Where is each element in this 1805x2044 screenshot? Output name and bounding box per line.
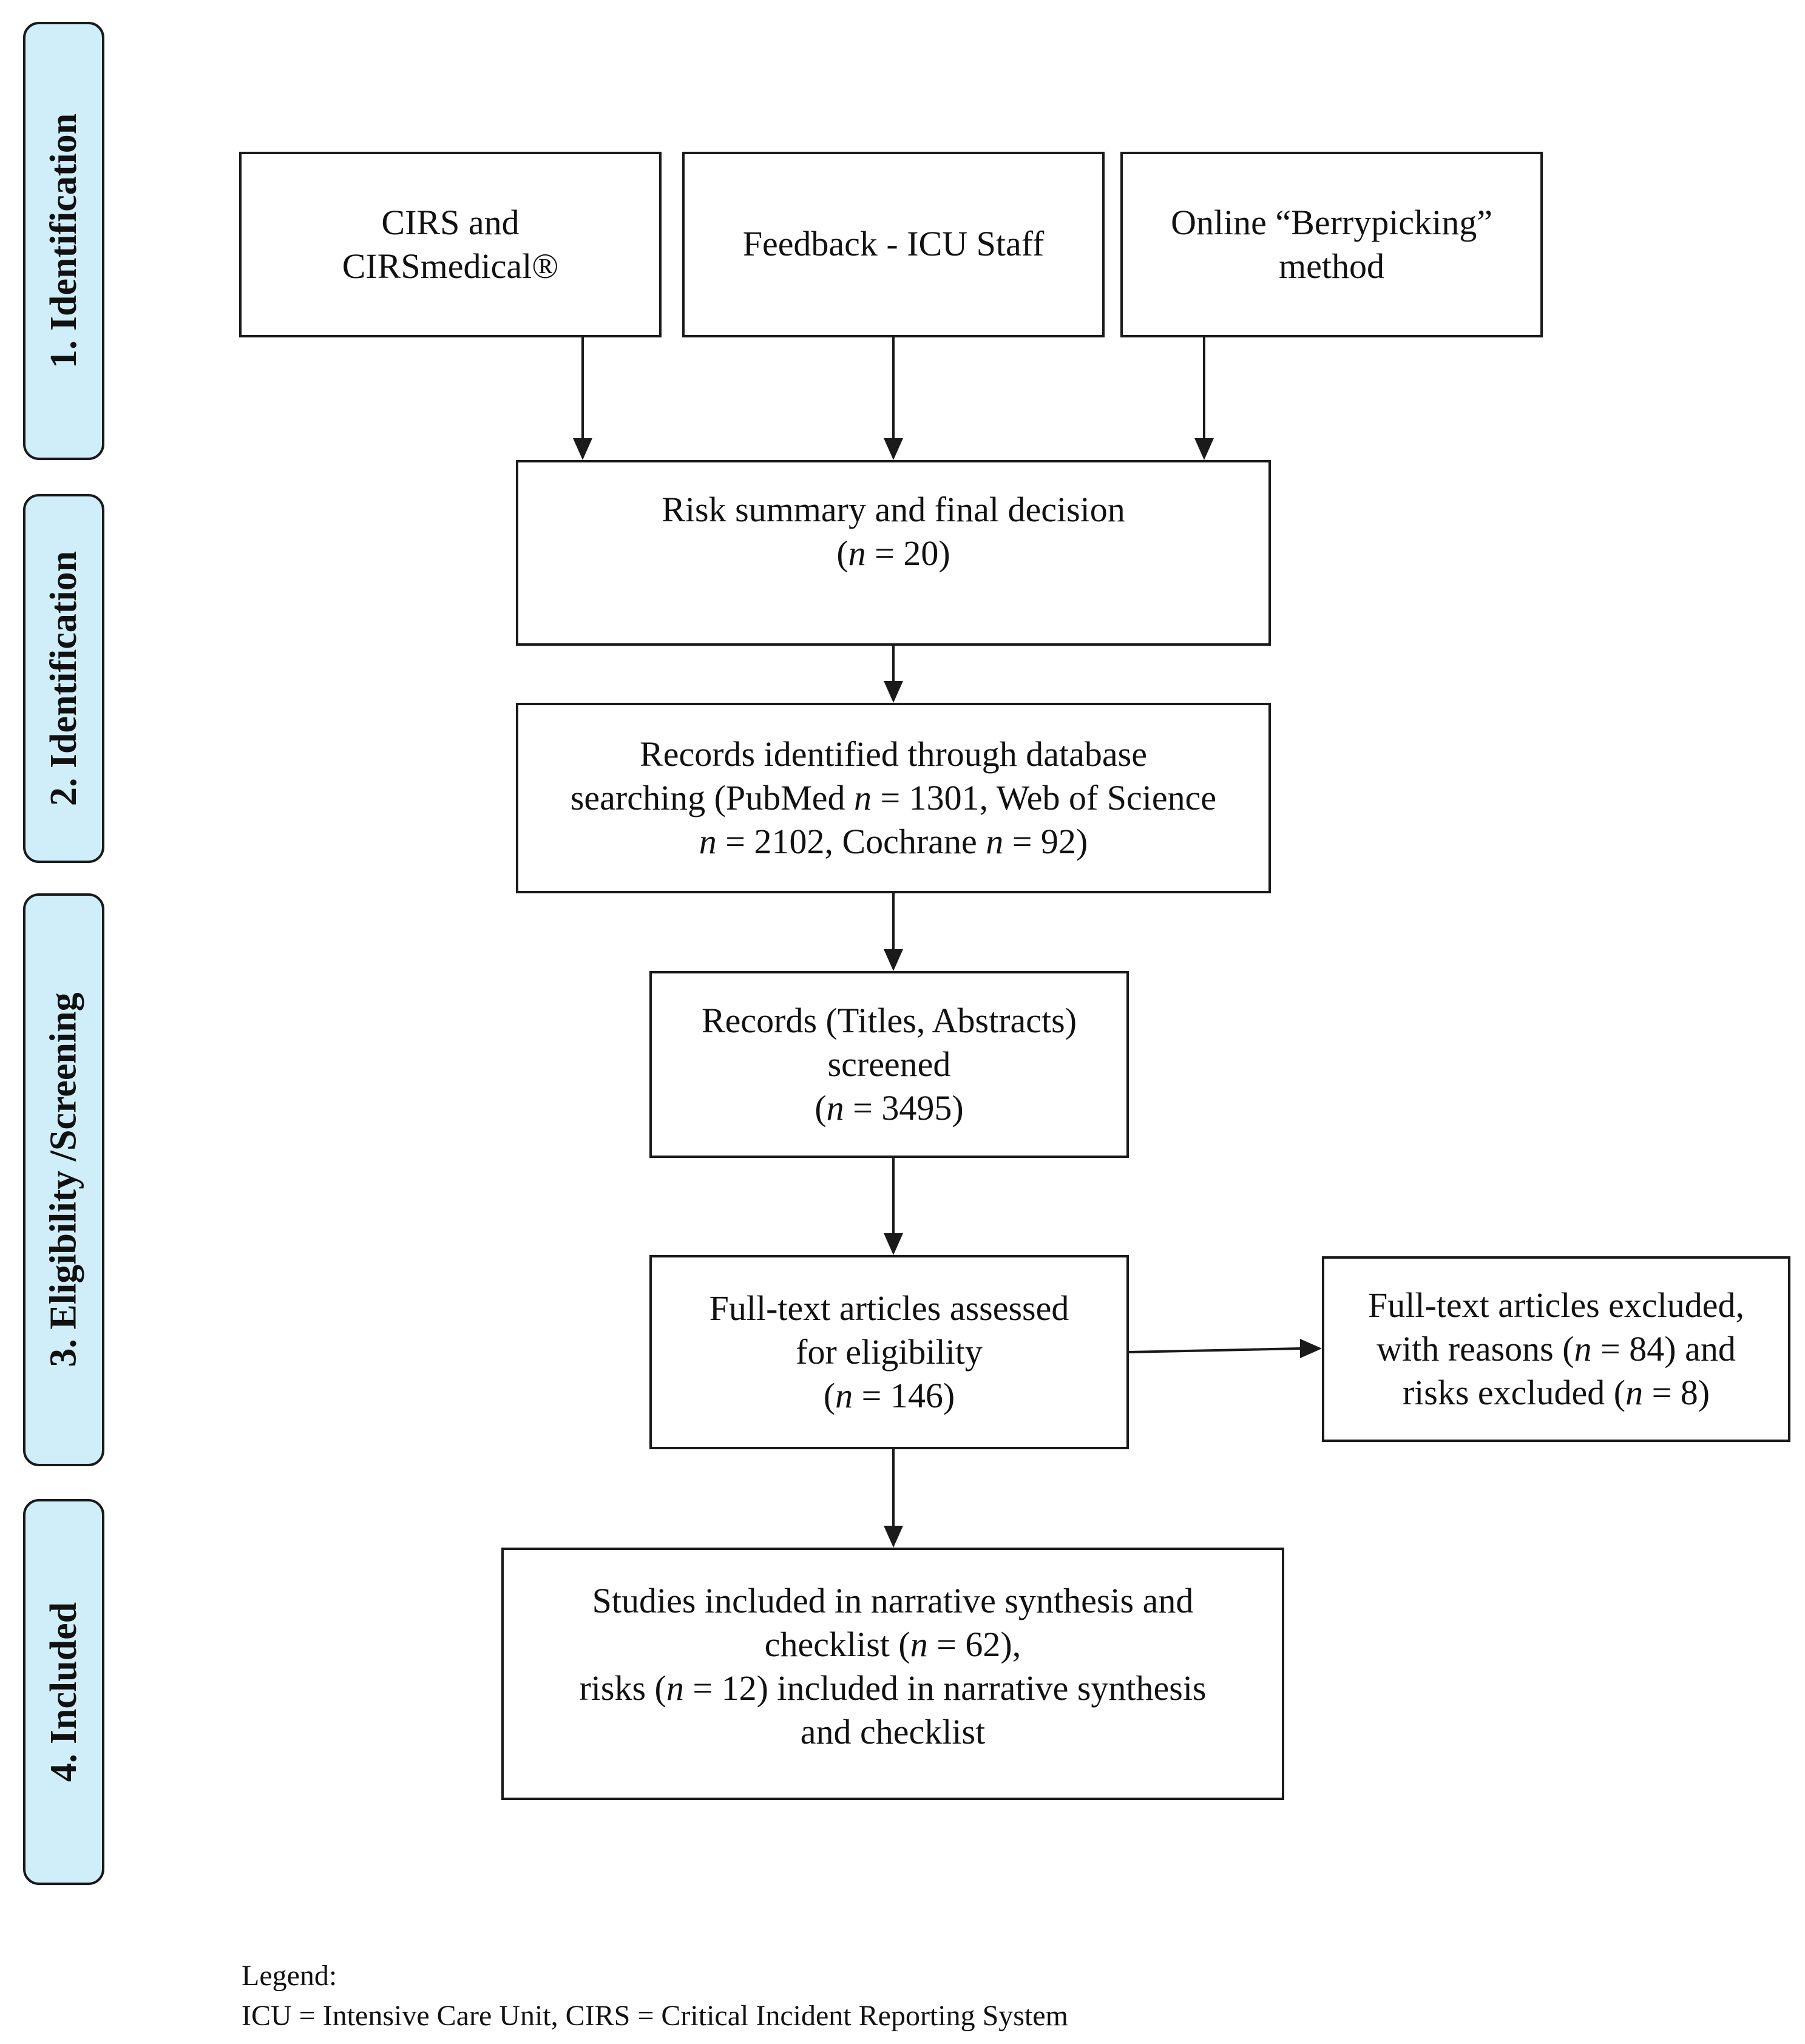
box-fulltext-assessed: Full-text articles assessed for eligibil… [649, 1255, 1129, 1449]
phase-4-included: 4. Included [23, 1499, 104, 1885]
box-line: Full-text articles excluded, [1367, 1285, 1745, 1325]
box-cirs-source: CIRS and CIRSmedical® [239, 152, 662, 337]
box-online-berrypicking: Online “Berrypicking” method [1120, 152, 1543, 337]
box-line: and checklist [800, 1712, 986, 1751]
box-line: CIRS and [381, 203, 520, 242]
box-line: n = 2102, Cochrane n = 92) [699, 822, 1088, 861]
box-line: (n = 3495) [814, 1088, 964, 1128]
arrowhead [884, 1233, 903, 1255]
box-line: checklist (n = 62), [764, 1625, 1021, 1664]
box-line: CIRSmedical® [342, 246, 559, 286]
box-line: Feedback - ICU Staff [742, 224, 1045, 263]
box-studies-included: Studies included in narrative synthesis … [501, 1548, 1284, 1800]
box-line: screened [827, 1044, 951, 1084]
box-line: searching (PubMed n = 1301, Web of Scien… [570, 778, 1217, 817]
box-line: Records (Titles, Abstracts) [701, 1001, 1077, 1040]
phase-3-eligibility-screening: 3. Eligibility /Screening [23, 893, 104, 1466]
arrowhead [884, 681, 903, 703]
legend-text: ICU = Intensive Care Unit, CIRS = Critic… [242, 2000, 1068, 2032]
box-line: Online “Berrypicking” [1171, 203, 1492, 242]
box-line: Full-text articles assessed [709, 1288, 1069, 1328]
box-line: risks (n = 12) included in narrative syn… [579, 1668, 1207, 1708]
arrow-assessed-to-excluded [1128, 1347, 1301, 1353]
phase-1-identification: 1. Identification [23, 22, 104, 460]
box-line: (n = 146) [823, 1376, 955, 1415]
box-line: with reasons (n = 84) and [1377, 1329, 1736, 1369]
box-line: Records identified through database [640, 734, 1147, 774]
box-risk-summary: Risk summary and final decision (n = 20) [516, 460, 1271, 646]
arrowhead [1300, 1339, 1322, 1358]
arrowhead [884, 1526, 903, 1548]
box-line: (n = 20) [836, 533, 950, 573]
box-records-identified: Records identified through database sear… [516, 703, 1271, 893]
box-line: risks excluded (n = 8) [1402, 1373, 1710, 1412]
box-line: method [1279, 246, 1384, 286]
arrowhead [884, 438, 903, 460]
box-fulltext-excluded: Full-text articles excluded, with reason… [1322, 1256, 1790, 1442]
box-records-screened: Records (Titles, Abstracts) screened (n … [649, 971, 1129, 1158]
box-line: for eligibility [796, 1332, 983, 1372]
box-feedback-icu-staff: Feedback - ICU Staff [682, 152, 1105, 337]
box-line: Risk summary and final decision [662, 490, 1125, 529]
arrowhead [884, 949, 903, 971]
phase-2-identification: 2. Identification [23, 494, 104, 863]
arrowhead [573, 438, 592, 460]
legend-title: Legend: [242, 1960, 337, 1992]
box-line: Studies included in narrative synthesis … [592, 1581, 1194, 1620]
arrowhead [1194, 438, 1214, 460]
